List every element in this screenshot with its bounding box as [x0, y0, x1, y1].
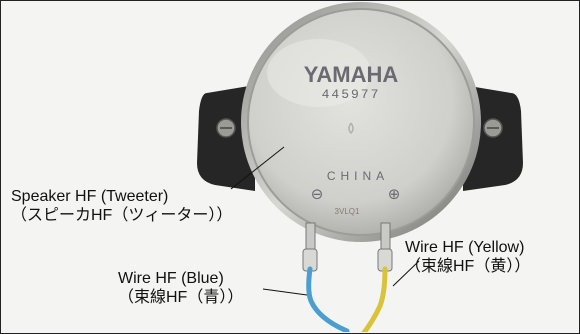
wire-hf-blue-label-ja: （束線HF（青））: [118, 289, 244, 306]
wire-hf-blue-label: Wire HF (Blue) （束線HF（青））: [118, 269, 243, 307]
speaker-hf-label: Speaker HF (Tweeter) （スピーカHF（ツィーター））: [11, 187, 232, 225]
wire-hf-yellow-label: Wire HF (Yellow) （束線HF（黄））: [405, 238, 530, 276]
speaker-hf-label-ja: （スピーカHF（ツィーター））: [11, 207, 233, 224]
speaker-leader-line: [230, 146, 285, 190]
wire-hf-blue-label-en: Wire HF (Blue): [118, 270, 224, 287]
wire-hf-yellow-label-en: Wire HF (Yellow): [405, 239, 525, 256]
blue-wire-leader-line: [262, 288, 308, 296]
tweeter-housing: YAMAHA 445977 CHINA ⊖ ⊕ 3VLQ1: [241, 2, 481, 242]
yellow-wire-leader-line: [392, 260, 420, 287]
blue-wire: [306, 266, 350, 332]
plus-terminal-mark: ⊕: [388, 185, 401, 203]
minus-terminal-mark: ⊖: [311, 185, 324, 203]
model-print: 445977: [322, 87, 381, 102]
speaker-hf-label-en: Speaker HF (Tweeter): [11, 188, 169, 205]
brand-print: YAMAHA: [304, 62, 399, 87]
origin-print: CHINA: [327, 169, 389, 183]
wire-hf-yellow-label-ja: （束線HF（黄））: [405, 258, 531, 275]
small-print: 3VLQ1: [335, 207, 360, 216]
terminals: [302, 222, 393, 272]
yellow-wire: [361, 266, 388, 332]
